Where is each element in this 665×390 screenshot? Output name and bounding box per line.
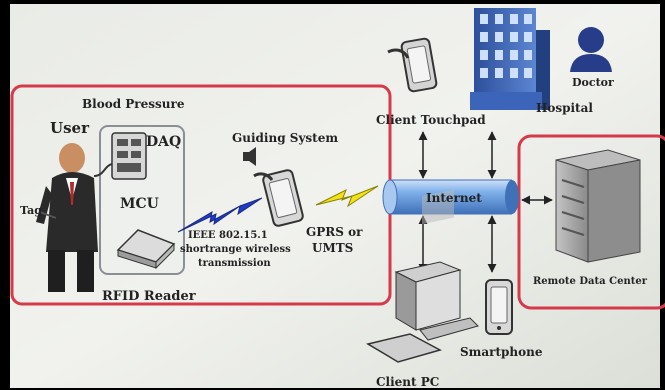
client-pc-icon	[366, 189, 479, 363]
rfid-reader-icon	[116, 229, 176, 270]
mcu-label: MCU	[120, 196, 159, 212]
hospital-label: Hospital	[536, 101, 593, 115]
gprs-lightning-bolt-icon	[315, 185, 379, 208]
client-touchpad-icon	[387, 37, 438, 93]
client-pc-label: Client PC	[376, 375, 439, 389]
server-rack-icon	[555, 149, 641, 263]
ieee-label-line2: shortrange wireless	[180, 244, 291, 255]
user-label: User	[50, 119, 90, 137]
data-center-frame	[517, 134, 665, 310]
user-figure-icon	[36, 143, 98, 292]
daq-label: DAQ	[146, 134, 181, 150]
remote-data-center-label: Remote Data Center	[533, 276, 648, 287]
smartphone-label: Smartphone	[460, 345, 543, 359]
blood-pressure-sensor-icon	[93, 132, 147, 180]
guiding-system-device-icon	[253, 169, 304, 227]
blood-pressure-label: Blood Pressure	[82, 97, 185, 111]
doctor-label: Doctor	[572, 76, 614, 89]
smartphone-icon	[485, 279, 513, 335]
ieee-label-line1: IEEE 802.15.1	[188, 230, 268, 241]
tag-label: Tag	[20, 204, 42, 217]
shortrange-wireless-bolt-icon	[177, 197, 263, 233]
doctor-person-icon	[570, 27, 612, 72]
guiding-system-label: Guiding System	[232, 131, 338, 145]
client-touchpad-label: Client Touchpad	[376, 113, 486, 127]
gprs-label-line2: UMTS	[312, 241, 353, 255]
speaker-icon	[243, 147, 256, 166]
hospital-building-icon	[470, 8, 550, 110]
gprs-label-line1: GPRS or	[306, 225, 363, 239]
ieee-label-line3: transmission	[198, 258, 271, 269]
internet-label: Internet	[426, 191, 482, 205]
rfid-reader-label: RFID Reader	[102, 289, 196, 304]
